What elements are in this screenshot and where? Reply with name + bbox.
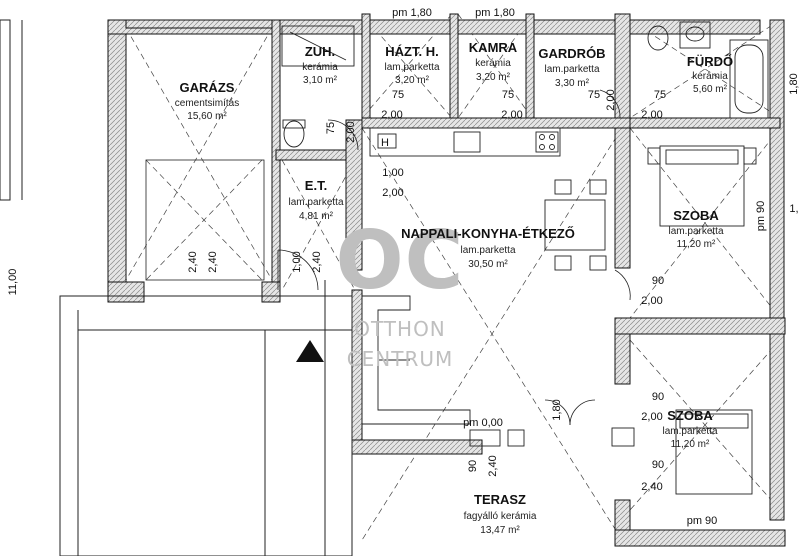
room-area: 3,30 m² (555, 78, 590, 89)
dim-200: 2,00 (641, 295, 662, 307)
room-name: SZOBA (667, 408, 713, 423)
dim-200: 2,00 (605, 89, 617, 110)
room-material: kerámia (692, 71, 728, 82)
dim-200: 2,00 (501, 109, 522, 121)
room-name: FÜRDŐ (687, 54, 733, 69)
entrance-arrow-icon (296, 340, 324, 362)
dim-240: 2,40 (207, 251, 219, 272)
watermark-line2: CENTRUM (347, 347, 454, 371)
dim-100: 1,00 (382, 167, 403, 179)
dim-overall-height: 11,00 (7, 269, 19, 296)
room-nappali: NAPPALI-KONYHA-ÉTKEZŐ lam.parketta 30,50… (401, 226, 575, 270)
room-area: 30,50 m² (468, 259, 508, 270)
room-area: 11,20 m² (677, 239, 716, 250)
room-material: lam.parketta (460, 245, 515, 256)
room-kamra: KAMRA kerámia 3,20 m² (469, 40, 518, 83)
room-szoba-1: SZOBA lam.parketta 11,20 m² (668, 208, 723, 250)
room-name: TERASZ (474, 492, 526, 507)
garage-details (145, 159, 265, 281)
room-name: GARÁZS (180, 80, 235, 95)
dim-200: 2,00 (381, 109, 402, 121)
room-gardrob: GARDRÓB lam.parketta 3,30 m² (538, 46, 605, 89)
walls (107, 13, 786, 547)
dim-pm-180: pm 1,80 (475, 7, 515, 19)
room-material: fagyálló kerámia (464, 511, 537, 522)
room-area: 3,20 m² (476, 72, 511, 83)
room-material: lam.parketta (544, 64, 599, 75)
room-furdo: FÜRDŐ kerámia 5,60 m² (687, 54, 733, 95)
room-material: kerámia (302, 62, 338, 73)
room-area: 13,47 m² (480, 525, 520, 536)
dimension-labels: 11,00 pm 1,80 pm 1,80 75 2,00 75 2,00 75… (7, 7, 800, 527)
room-area: 3,10 m² (303, 75, 338, 86)
dim-240: 2,40 (487, 455, 499, 476)
room-hazt: HÁZT. H. lam.parketta 3,20 m² (384, 44, 439, 86)
dim-edge: 1,80 (788, 73, 800, 94)
dim-75: 75 (588, 89, 600, 101)
room-terasz: TERASZ fagyálló kerámia 13,47 m² (464, 492, 537, 536)
dim-pm-180: pm 1,80 (392, 7, 432, 19)
room-name: E.T. (305, 178, 327, 193)
room-material: cementsimítás (175, 98, 239, 109)
watermark-logo: OC (336, 214, 465, 307)
dim-90: 90 (467, 460, 479, 472)
room-material: lam.parketta (668, 226, 723, 237)
room-area: 15,60 m² (187, 111, 227, 122)
room-material: lam.parketta (384, 62, 439, 73)
room-material: lam.parketta (288, 197, 343, 208)
dim-200: 2,00 (382, 187, 403, 199)
lower-left-structure (0, 19, 353, 556)
dim-75: 75 (654, 89, 666, 101)
doors (277, 89, 631, 426)
room-area: 3,20 m² (395, 75, 430, 86)
room-name: NAPPALI-KONYHA-ÉTKEZŐ (401, 226, 575, 241)
room-name: ZUH. (305, 44, 335, 59)
dim-90: 90 (652, 391, 664, 403)
fixtures (281, 21, 769, 495)
room-zuh: ZUH. kerámia 3,10 m² (302, 44, 338, 86)
dim-75: 75 (325, 122, 337, 134)
dim-edge: 1, (789, 203, 798, 215)
dim-240: 2,40 (187, 251, 199, 272)
dim-200: 2,00 (641, 109, 662, 121)
room-area: 11,20 m² (671, 439, 710, 450)
dim-pm-000: pm 0,00 (463, 417, 503, 429)
dim-75: 75 (502, 89, 514, 101)
dim-200: 2,00 (345, 121, 357, 142)
dim-h: H (381, 137, 389, 149)
room-name: HÁZT. H. (385, 44, 438, 59)
room-material: lam.parketta (662, 426, 717, 437)
room-area: 4,81 m² (299, 211, 334, 222)
room-szoba-2: SZOBA lam.parketta 11,20 m² (662, 408, 717, 450)
room-area: 5,60 m² (693, 84, 728, 95)
room-garazs: GARÁZS cementsimítás 15,60 m² (175, 80, 239, 122)
dim-90: 90 (652, 459, 664, 471)
dim-180: 1,80 (551, 399, 563, 420)
dim-90: 90 (652, 275, 664, 287)
room-name: KAMRA (469, 40, 518, 55)
watermark: OC OTTHON CENTRUM (336, 214, 465, 371)
dim-240: 2,40 (311, 251, 323, 272)
room-et: E.T. lam.parketta 4,81 m² (288, 178, 343, 222)
dim-200: 2,00 (641, 411, 662, 423)
dim-240: 2,40 (641, 481, 662, 493)
room-name: SZOBA (673, 208, 719, 223)
room-material: kerámia (475, 58, 511, 69)
dim-75: 75 (392, 89, 404, 101)
watermark-line1: OTTHON (354, 317, 446, 341)
room-name: GARDRÓB (538, 46, 605, 61)
dim-pm-90: pm 90 (687, 515, 718, 527)
dim-pm-90: pm 90 (755, 201, 767, 232)
dim-100: 1,00 (291, 251, 303, 272)
